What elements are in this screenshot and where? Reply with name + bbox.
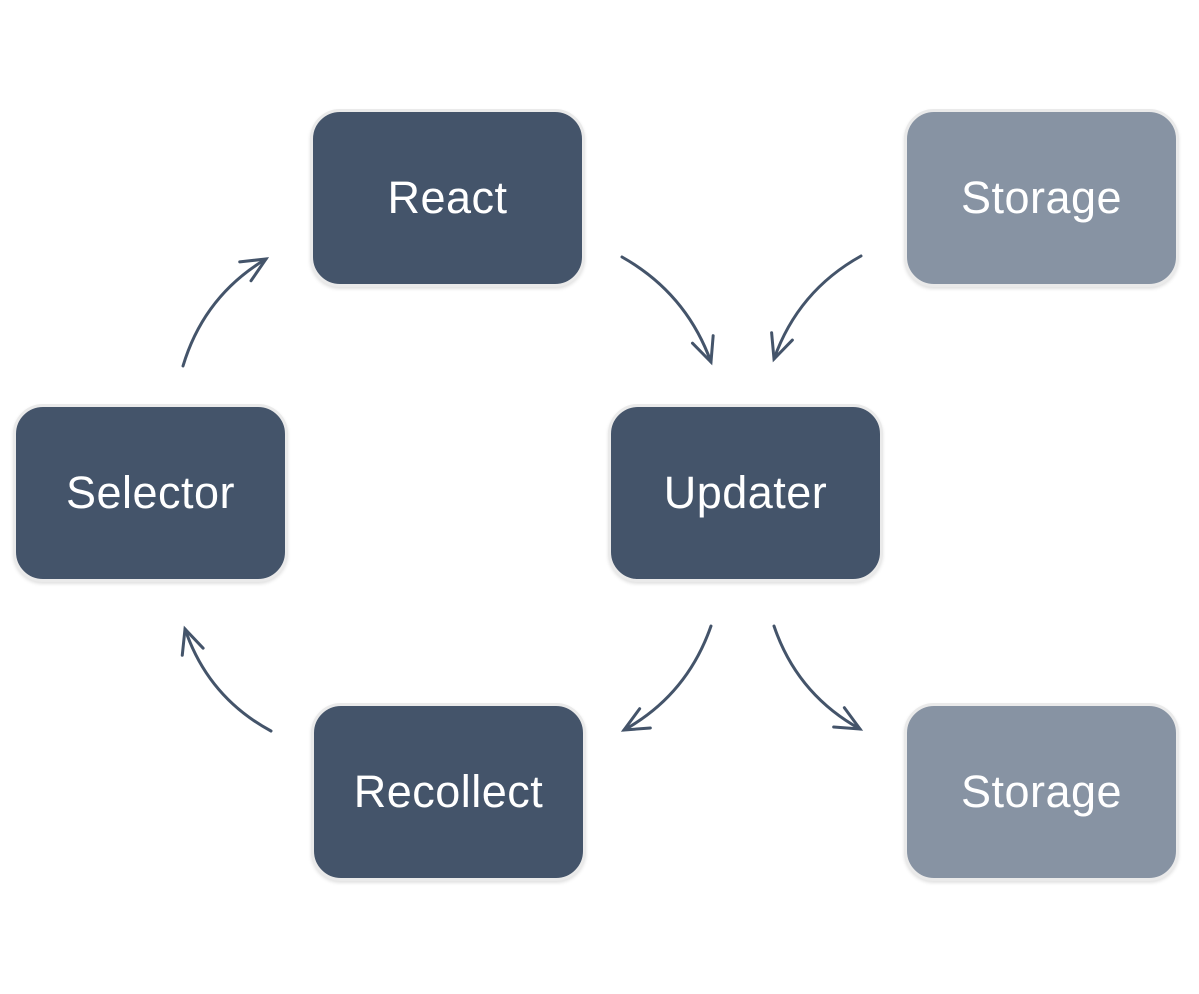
arrow-storage-top-to-updater — [770, 254, 863, 363]
node-storage-top-label: Storage — [960, 172, 1123, 223]
node-recollect-label: Recollect — [353, 766, 544, 817]
node-selector-label: Selector — [65, 467, 236, 518]
node-selector: Selector — [13, 404, 288, 582]
node-react-label: React — [387, 172, 508, 223]
node-recollect: Recollect — [311, 703, 586, 881]
node-storage-bottom: Storage — [904, 703, 1179, 881]
arrow-updater-to-storage-bottom — [772, 624, 864, 731]
arrow-updater-to-recollect — [620, 624, 713, 732]
node-updater-label: Updater — [663, 467, 828, 518]
node-updater: Updater — [608, 404, 883, 582]
arrow-react-to-updater — [620, 255, 715, 366]
node-react: React — [310, 109, 585, 287]
node-storage-bottom-label: Storage — [960, 766, 1123, 817]
arrow-selector-to-react — [181, 257, 270, 368]
arrow-recollect-to-selector — [180, 625, 273, 733]
node-storage-top: Storage — [904, 109, 1179, 287]
